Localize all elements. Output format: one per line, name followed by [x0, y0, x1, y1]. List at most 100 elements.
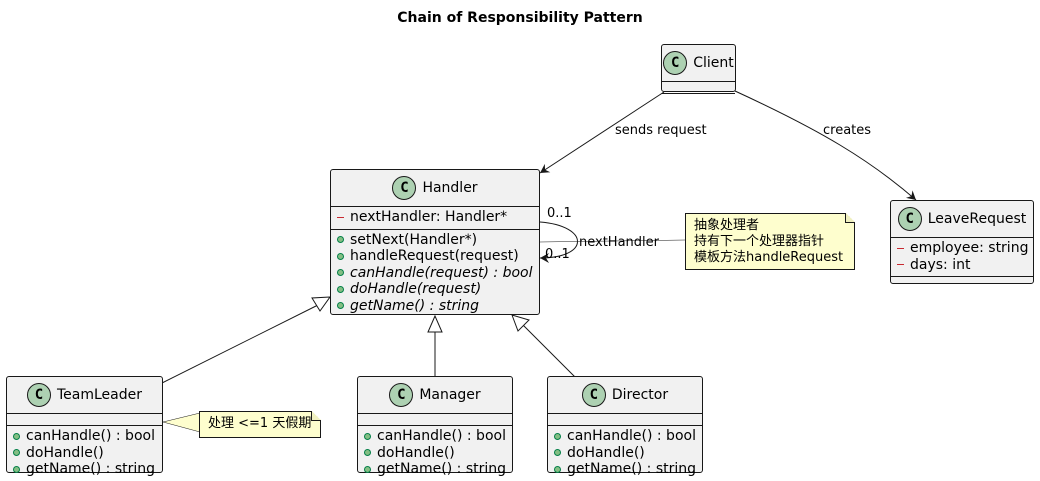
- note-line: 处理 <=1 天假期: [208, 416, 312, 431]
- class-icon: C: [392, 176, 417, 200]
- method-row: canHandle() : bool: [358, 428, 512, 445]
- method-row: doHandle(): [7, 445, 162, 462]
- class-leave-request: C LeaveRequest employee: string days: in…: [890, 200, 1034, 284]
- class-director: C Director canHandle() : bool doHandle()…: [547, 376, 703, 477]
- inherit-teamleader: [161, 304, 319, 384]
- note-line: 抽象处理者: [694, 218, 760, 233]
- public-icon: [337, 252, 344, 260]
- private-icon: [897, 247, 904, 249]
- class-team-leader-name: TeamLeader: [56, 387, 142, 403]
- class-client: C Client: [661, 44, 736, 94]
- method-text: canHandle() : bool: [26, 428, 155, 445]
- attribute-row: employee: string: [891, 240, 1033, 257]
- sends-request-arrow: [539, 91, 665, 174]
- note-line: 持有下一个处理器指针: [694, 234, 825, 249]
- private-icon: [337, 216, 344, 218]
- class-handler: C Handler nextHandler: Handler* setNext(…: [330, 169, 540, 315]
- inherit-manager-head: [427, 314, 443, 333]
- class-client-name: Client: [693, 55, 734, 71]
- method-row: canHandle() : bool: [548, 428, 702, 445]
- class-manager: C Manager canHandle() : bool doHandle() …: [357, 376, 513, 477]
- private-icon: [897, 264, 904, 266]
- class-leave-request-name: LeaveRequest: [927, 211, 1027, 227]
- method-text: getName() : string: [26, 461, 156, 478]
- class-manager-name: Manager: [419, 387, 481, 403]
- note-line: 模板方法handleRequest: [694, 250, 844, 265]
- inherit-director-head: [511, 314, 530, 332]
- method-row: canHandle() : bool: [7, 428, 162, 445]
- creates-label: creates: [823, 123, 872, 138]
- public-icon: [13, 449, 20, 457]
- class-icon: C: [897, 207, 922, 231]
- class-team-leader: C TeamLeader canHandle() : bool doHandle…: [6, 376, 163, 477]
- teamleader-note-connector: [162, 412, 201, 433]
- public-icon: [337, 302, 344, 310]
- public-icon: [554, 465, 561, 473]
- class-icon: C: [663, 51, 688, 75]
- class-icon: C: [581, 383, 606, 407]
- method-row: getName() : string: [548, 461, 702, 478]
- method-text: doHandle(): [377, 444, 455, 461]
- public-icon: [554, 449, 561, 457]
- class-team-leader-header: C TeamLeader: [7, 377, 162, 413]
- public-icon: [337, 285, 344, 293]
- public-icon: [554, 432, 561, 440]
- inherit-director: [522, 324, 576, 378]
- self-multiplicity-source: 0..1: [547, 206, 572, 221]
- method-text: doHandle(): [26, 444, 104, 461]
- method-row: doHandle(): [548, 445, 702, 462]
- attribute-text: employee: string: [910, 240, 1029, 257]
- public-icon: [13, 432, 20, 440]
- method-row: getName() : string: [7, 461, 162, 478]
- class-handler-name: Handler: [422, 180, 478, 196]
- method-row: handleRequest(request): [331, 248, 539, 265]
- handler-note-connector: [539, 239, 686, 243]
- public-icon: [364, 432, 371, 440]
- attribute-text: days: int: [910, 256, 971, 273]
- public-icon: [364, 465, 371, 473]
- class-client-header: C Client: [662, 45, 735, 81]
- creates-arrow: [734, 90, 917, 201]
- class-client-methods: [662, 93, 735, 105]
- class-icon: C: [389, 383, 414, 407]
- method-row: getName() : string: [331, 298, 539, 315]
- class-leave-request-header: C LeaveRequest: [891, 201, 1033, 237]
- class-handler-attributes: nextHandler: Handler*: [331, 206, 539, 229]
- class-team-leader-attributes: [7, 413, 162, 425]
- method-text: getName() : string: [350, 297, 480, 314]
- public-icon: [337, 269, 344, 277]
- sends-request-label: sends request: [615, 123, 707, 138]
- method-row: setNext(Handler*): [331, 232, 539, 249]
- method-row: getName() : string: [358, 461, 512, 478]
- class-icon: C: [26, 383, 51, 407]
- public-icon: [337, 236, 344, 244]
- method-text: doHandle(request): [350, 281, 482, 298]
- class-director-attributes: [548, 413, 702, 425]
- class-manager-methods: canHandle() : bool doHandle() getName() …: [358, 425, 512, 481]
- public-icon: [364, 449, 371, 457]
- class-handler-header: C Handler: [331, 170, 539, 206]
- method-row: doHandle(request): [331, 281, 539, 298]
- class-manager-attributes: [358, 413, 512, 425]
- public-icon: [13, 465, 20, 473]
- self-multiplicity-target: 0..1: [545, 247, 570, 262]
- class-director-header: C Director: [548, 377, 702, 413]
- method-text: getName() : string: [377, 461, 507, 478]
- class-handler-methods: setNext(Handler*) handleRequest(request)…: [331, 228, 539, 318]
- class-leave-request-attributes: employee: string days: int: [891, 237, 1033, 276]
- attribute-row: days: int: [891, 257, 1033, 274]
- method-text: setNext(Handler*): [350, 231, 478, 248]
- method-text: canHandle(request) : bool: [350, 264, 533, 281]
- method-text: handleRequest(request): [350, 248, 519, 265]
- diagram-title: Chain of Responsibility Pattern: [397, 10, 643, 26]
- method-text: getName() : string: [567, 461, 697, 478]
- method-row: canHandle(request) : bool: [331, 265, 539, 282]
- class-manager-header: C Manager: [358, 377, 512, 413]
- class-leave-request-methods: [891, 276, 1033, 288]
- method-row: doHandle(): [358, 445, 512, 462]
- attribute-row: nextHandler: Handler*: [331, 209, 539, 226]
- class-director-name: Director: [611, 387, 669, 403]
- class-director-methods: canHandle() : bool doHandle() getName() …: [548, 425, 702, 481]
- handler-note: 抽象处理者 持有下一个处理器指针 模板方法handleRequest: [685, 213, 855, 270]
